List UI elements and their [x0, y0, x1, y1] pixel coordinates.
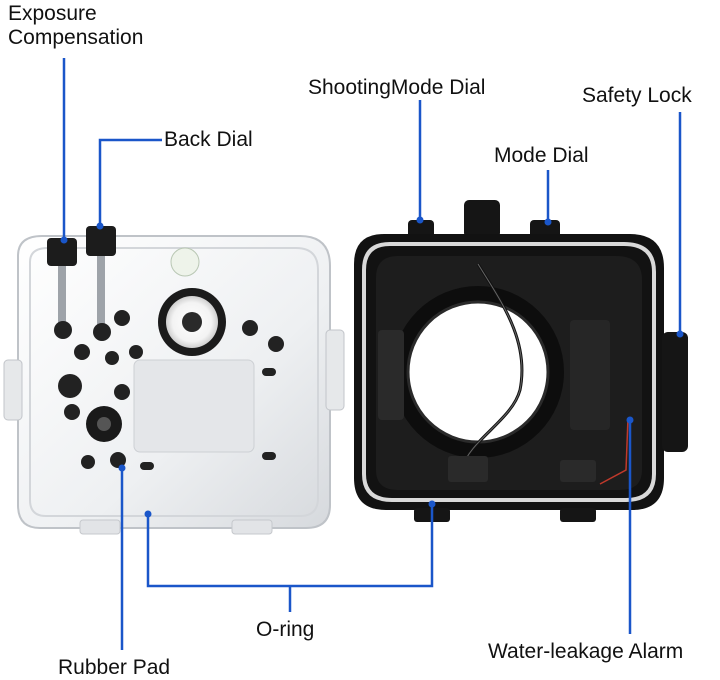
leader-lines [62, 58, 682, 650]
label-exposure-compensation-line2: Compensation [8, 26, 144, 49]
dot-o-ring-left [144, 510, 152, 518]
label-rubber-pad: Rubber Pad [58, 656, 171, 679]
label-water-leakage-alarm: Water-leakage Alarm [488, 640, 684, 663]
dot-shooting-mode-dial [416, 216, 424, 224]
label-back-dial: Back Dial [164, 128, 253, 151]
dot-mode-dial [544, 218, 552, 226]
leader-dots [60, 216, 684, 518]
label-exposure-compensation-line1: Exposure [8, 2, 97, 25]
label-shooting-mode-dial: ShootingMode Dial [308, 76, 486, 99]
dot-o-ring-right [428, 500, 436, 508]
leader-back-dial [98, 138, 162, 226]
dot-water-leakage-alarm [626, 416, 634, 424]
housing-front-body [354, 200, 688, 522]
dot-safety-lock [676, 330, 684, 338]
dot-exposure-compensation [60, 236, 68, 244]
label-safety-lock: Safety Lock [582, 84, 692, 107]
housing-back-panel [3, 226, 345, 535]
label-exposure-compensation: Exposure Compensation [8, 2, 143, 50]
label-o-ring: O-ring [256, 618, 315, 641]
label-mode-dial: Mode Dial [494, 144, 589, 167]
dot-rubber-pad [118, 464, 126, 472]
dot-back-dial [96, 222, 104, 230]
